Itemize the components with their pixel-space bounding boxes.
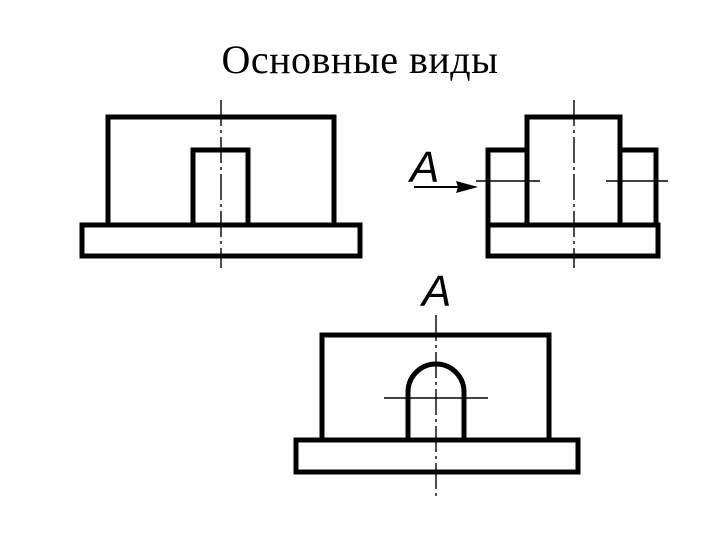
view-a-body-outline <box>319 332 552 443</box>
view-a: A <box>293 267 581 500</box>
side-view-body-outline <box>485 114 659 228</box>
view-direction-arrow: A <box>407 143 478 193</box>
slide-title: Основные виды <box>221 37 499 82</box>
front-view <box>79 100 363 268</box>
front-view-body-outline <box>105 114 337 228</box>
view-a-base <box>293 437 581 475</box>
arrow-label: A <box>407 143 439 192</box>
side-view <box>476 100 668 268</box>
side-view-base <box>485 222 661 259</box>
view-a-label: A <box>419 267 451 316</box>
arrowhead-icon <box>456 181 478 193</box>
